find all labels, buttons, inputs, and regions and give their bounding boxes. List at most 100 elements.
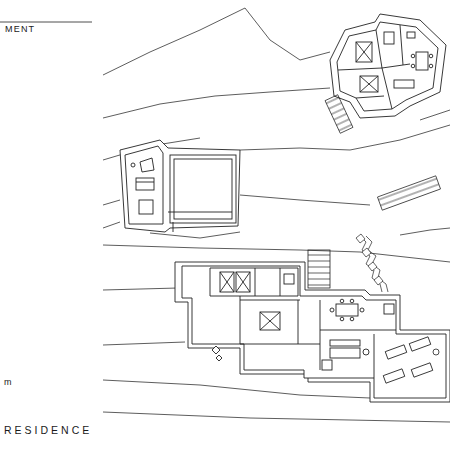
main-residence <box>260 312 280 330</box>
pool-house <box>139 200 153 214</box>
guest-house <box>416 52 428 70</box>
main-residence <box>260 312 280 330</box>
sun-lounger <box>383 369 405 383</box>
main-residence <box>336 304 358 316</box>
main-residence <box>255 268 256 296</box>
sun-lounger <box>411 363 433 377</box>
guest-house <box>429 54 433 58</box>
pool-house <box>125 146 163 224</box>
contour-line <box>103 8 450 422</box>
pool-house <box>170 155 236 223</box>
pool-house <box>174 159 232 219</box>
main-residence <box>240 296 241 344</box>
main-residence <box>320 330 396 331</box>
main-residence <box>236 272 250 292</box>
guest-house <box>330 14 446 118</box>
contour-line <box>420 110 450 120</box>
contour-line <box>103 288 178 290</box>
guest-house <box>330 14 446 118</box>
main-residence <box>384 304 394 314</box>
sun-lounger <box>385 345 407 359</box>
sun-lounger <box>383 337 439 383</box>
guest-house <box>356 42 372 62</box>
stair <box>325 95 353 134</box>
stone-path <box>356 234 388 292</box>
main-residence <box>182 266 446 398</box>
guest-house <box>384 32 394 44</box>
guest-house <box>337 22 438 111</box>
main-residence <box>236 272 250 292</box>
guest-house <box>382 68 392 109</box>
sheet-heading: MENT <box>5 25 35 34</box>
main-residence <box>340 299 344 303</box>
contour-line <box>103 342 185 345</box>
stone-path <box>356 234 383 285</box>
pool-house <box>168 212 232 213</box>
contour-line <box>400 228 450 235</box>
contour-line <box>245 8 330 60</box>
guest-house <box>411 54 415 58</box>
guest-house <box>411 64 415 68</box>
main-residence <box>212 346 222 361</box>
pool-house <box>140 158 154 172</box>
main-residence <box>340 317 344 321</box>
pool-house <box>120 140 240 232</box>
guest-house <box>360 76 378 92</box>
main-residence <box>298 300 299 344</box>
guest-house <box>382 64 410 68</box>
main-residence <box>363 349 369 355</box>
main-residence <box>320 300 321 370</box>
pool-house <box>120 140 240 232</box>
main-residence <box>210 268 298 296</box>
stair <box>308 250 330 288</box>
main-residence <box>220 272 234 292</box>
main-residence <box>220 272 234 292</box>
contour-line <box>150 232 240 238</box>
main-residence <box>260 312 280 330</box>
pool-house <box>173 222 174 232</box>
contour-line <box>103 380 370 398</box>
main-residence <box>330 348 360 358</box>
main-residence <box>350 317 354 321</box>
guest-house <box>400 25 403 65</box>
main-residence <box>350 299 354 303</box>
contour-line <box>103 245 450 262</box>
pool-house <box>136 182 154 183</box>
main-residence <box>330 340 360 346</box>
sun-lounger <box>433 349 439 355</box>
pool-house <box>136 178 154 190</box>
guest-house <box>338 68 382 70</box>
main-residence <box>236 272 250 292</box>
header-rule <box>0 22 92 23</box>
main-residence <box>175 262 450 402</box>
stair <box>377 176 440 210</box>
main-residence <box>220 272 234 292</box>
contour-line <box>103 200 120 205</box>
main-residence <box>175 262 450 402</box>
header-rule <box>0 22 92 23</box>
guest-house <box>360 76 378 92</box>
guest-house <box>356 42 372 62</box>
guest-house <box>376 30 382 68</box>
sun-lounger <box>409 337 431 351</box>
project-title: RESIDENCE <box>4 425 92 436</box>
pool-house <box>131 163 135 167</box>
contour-line <box>103 88 330 118</box>
main-residence <box>322 360 332 370</box>
main-residence <box>280 268 281 296</box>
contour-line <box>240 195 370 205</box>
guest-house <box>394 80 414 88</box>
main-residence <box>240 300 300 301</box>
guest-house <box>360 76 378 92</box>
guest-house <box>407 32 415 38</box>
main-residence <box>360 308 364 312</box>
main-residence <box>284 274 294 284</box>
guest-house <box>429 64 433 68</box>
contour-line <box>103 8 245 75</box>
main-residence <box>330 308 334 312</box>
guest-house <box>356 96 384 98</box>
scale-note: m <box>4 378 12 387</box>
main-residence <box>374 334 375 378</box>
